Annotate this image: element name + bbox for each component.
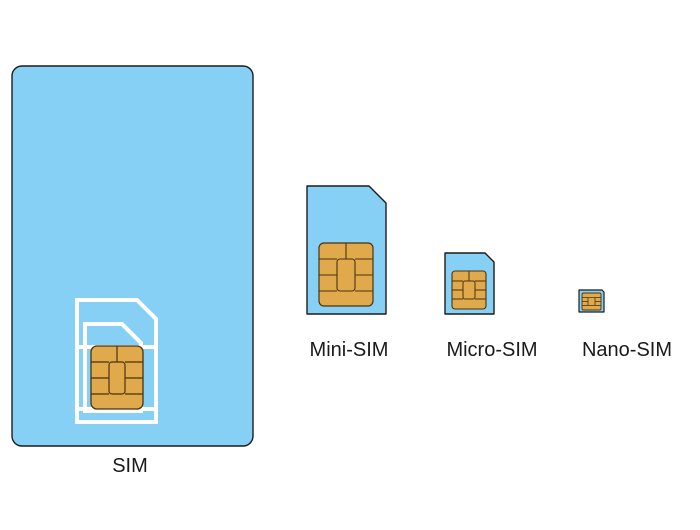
nano-sim-chip [581, 292, 602, 311]
mini-sim-chip [318, 242, 374, 307]
sim-card-body [11, 65, 254, 447]
micro-sim-chip [451, 270, 487, 310]
sim-label: SIM [112, 455, 148, 477]
nano-sim-label: Nano-SIM [582, 339, 672, 361]
sim-card: SIM [11, 65, 254, 477]
nano-sim-card: Nano-SIM [578, 289, 672, 361]
mini-sim-label: Mini-SIM [310, 339, 389, 361]
micro-sim-card: Micro-SIM [444, 252, 538, 361]
micro-sim-label: Micro-SIM [446, 339, 537, 361]
mini-sim-cutout-outline [75, 298, 158, 424]
sim-chip [90, 345, 144, 410]
mini-sim-card: Mini-SIM [306, 185, 389, 361]
